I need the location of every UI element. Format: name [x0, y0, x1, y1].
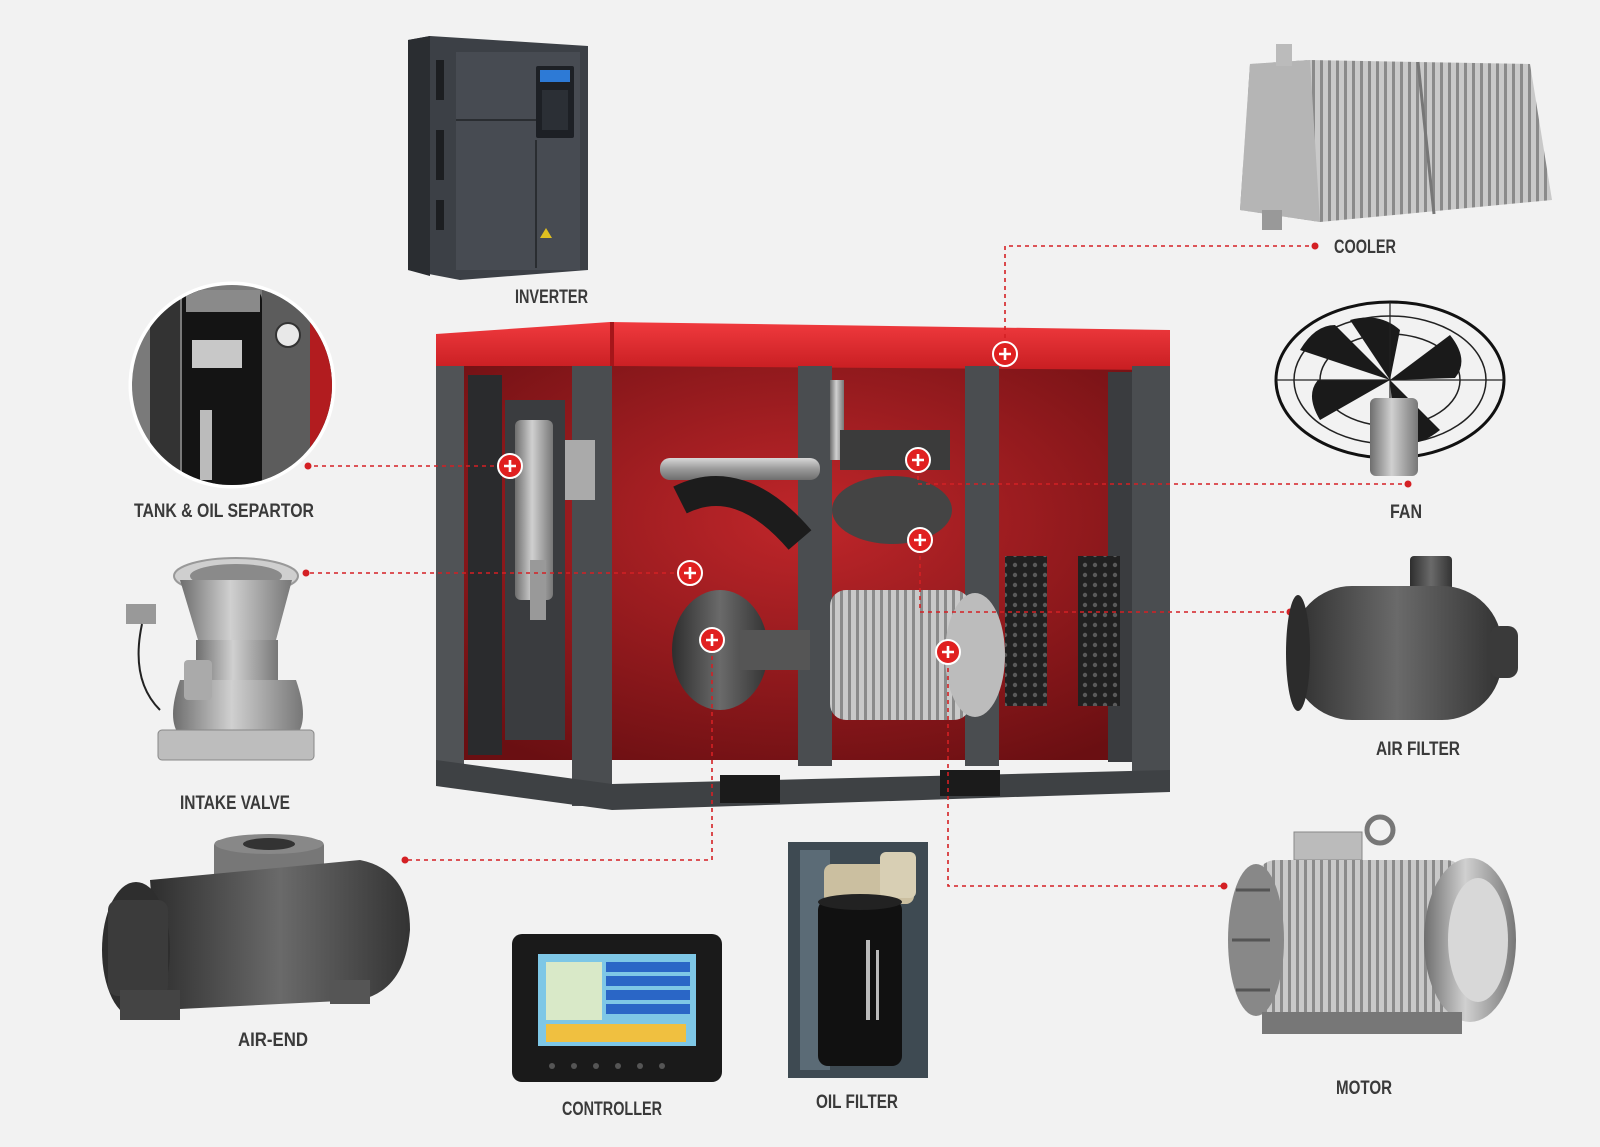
fan-image: [1274, 300, 1506, 476]
plus-circle-icon[interactable]: [907, 527, 933, 553]
leader-line-cooler: [1004, 245, 1315, 354]
controller-image: [512, 934, 722, 1082]
compressor-unit: [436, 322, 1170, 810]
label-inverter: INVERTER: [515, 287, 588, 308]
plus-circle-icon[interactable]: [677, 560, 703, 586]
label-air-end: AIR-END: [238, 1030, 308, 1051]
label-air-filter: AIR FILTER: [1376, 739, 1460, 760]
tank-oil-separator-image: [128, 281, 336, 489]
plus-circle-icon[interactable]: [935, 639, 961, 665]
plus-circle-icon[interactable]: [905, 447, 931, 473]
label-oil-filter: OIL FILTER: [816, 1092, 898, 1113]
label-intake-valve: INTAKE VALVE: [180, 793, 290, 814]
label-controller: CONTROLLER: [562, 1099, 662, 1120]
leader-line-air-end: [405, 640, 713, 861]
leader-line-motor: [947, 652, 1224, 887]
inverter-image: [408, 36, 588, 280]
label-fan: FAN: [1390, 502, 1422, 523]
oil-filter-image: [788, 842, 928, 1078]
plus-circle-icon[interactable]: [992, 341, 1018, 367]
plus-circle-icon[interactable]: [699, 627, 725, 653]
label-motor: MOTOR: [1336, 1078, 1392, 1099]
label-cooler: COOLER: [1334, 237, 1396, 258]
plus-circle-icon[interactable]: [497, 453, 523, 479]
air-filter-image: [1286, 556, 1518, 720]
hotspots: [497, 341, 1018, 665]
component-labels: INVERTER COOLER TANK & OIL SEPARTOR FAN …: [134, 237, 1460, 1120]
air-end-image: [102, 834, 410, 1020]
leader-lines: [306, 245, 1408, 887]
motor-image: [1228, 814, 1516, 1034]
intake-valve-image: [126, 557, 315, 761]
label-tank-oil-separator: TANK & OIL SEPARTOR: [134, 501, 314, 522]
leader-line-air-filter: [919, 540, 1290, 613]
cooler-image: [1240, 44, 1552, 230]
